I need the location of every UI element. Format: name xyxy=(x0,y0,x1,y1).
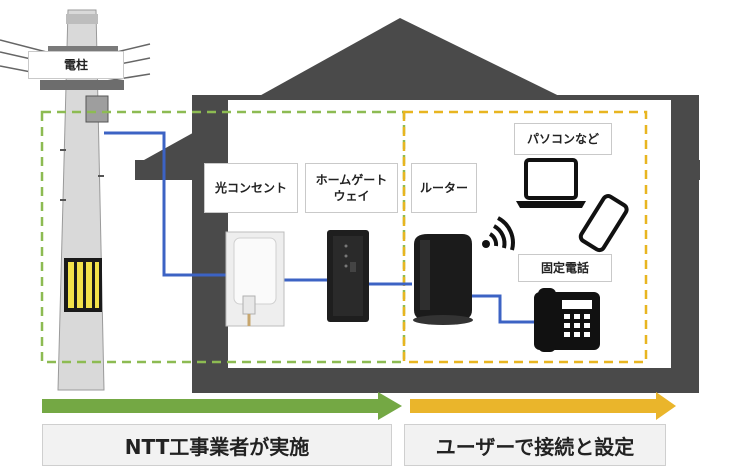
user-arrow xyxy=(410,392,676,420)
wifi-icon xyxy=(482,216,515,251)
user-responsibility-label: ユーザーで接続と設定 xyxy=(404,424,666,466)
user-zone-border xyxy=(402,110,648,364)
landline-label: 固定電話 xyxy=(518,254,612,282)
router-label: ルーター xyxy=(411,163,477,213)
pc-label: パソコンなど xyxy=(514,123,612,155)
optical-outlet-icon xyxy=(225,231,285,327)
desk-phone-icon xyxy=(534,288,600,352)
laptop-icon xyxy=(516,158,586,208)
home-gateway-label-line1: ホームゲート xyxy=(315,172,388,187)
ntt-arrow xyxy=(42,392,402,420)
pole-label: 電柱 xyxy=(28,51,124,79)
smartphone-icon xyxy=(578,194,629,253)
router-icon xyxy=(413,234,473,325)
home-gateway-label: ホームゲート ウェイ xyxy=(305,163,398,213)
home-gateway-icon xyxy=(327,230,369,322)
fiber-cable xyxy=(104,131,226,277)
ntt-responsibility-label: NTT工事業者が実施 xyxy=(42,424,392,466)
home-gateway-label-line2: ウェイ xyxy=(333,189,370,203)
optical-outlet-label: 光コンセント xyxy=(204,163,298,213)
phone-cable xyxy=(468,294,535,324)
